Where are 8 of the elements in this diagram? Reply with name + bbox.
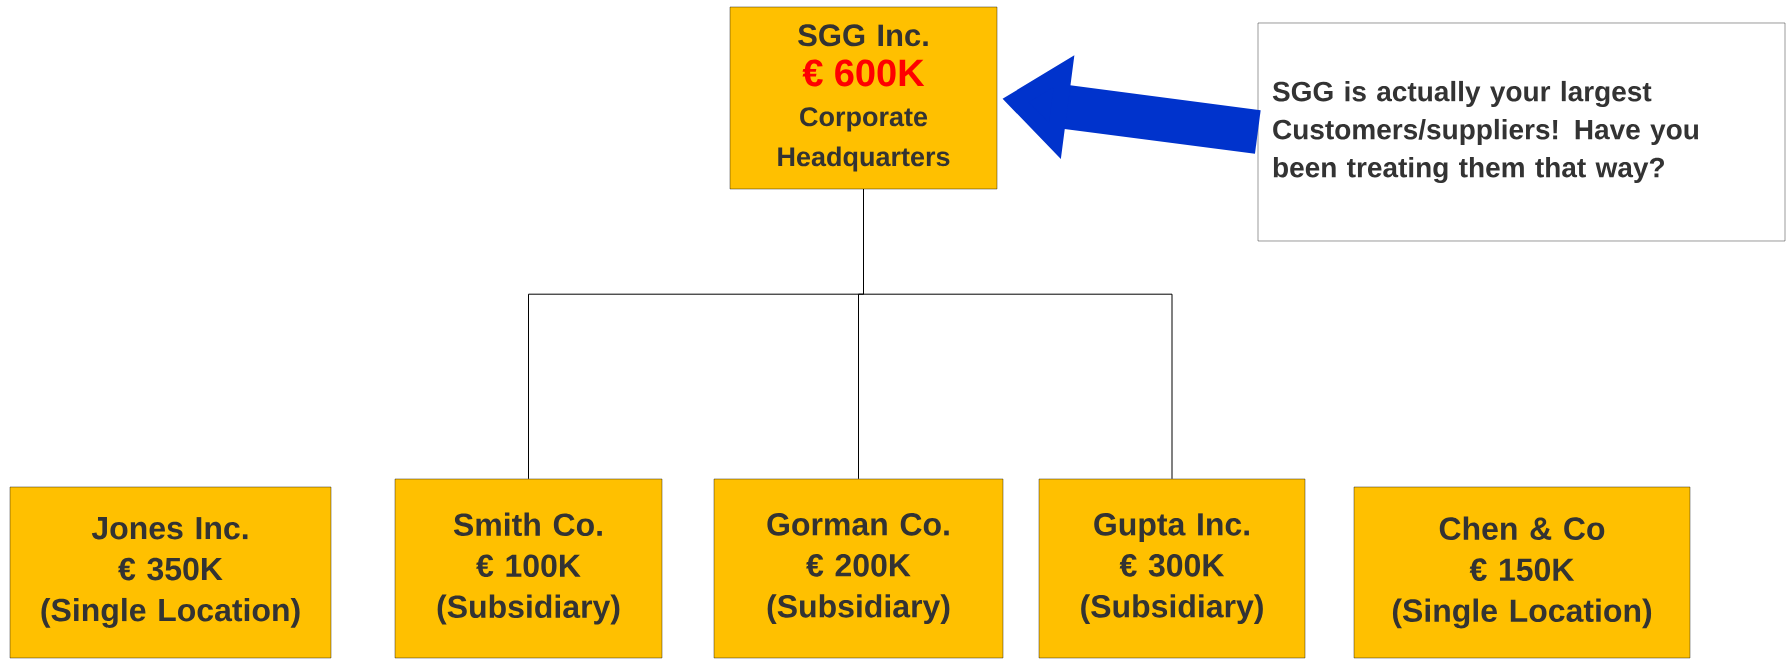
org-box: Gorman Co. € 200K (Subsidiary) [713,478,1004,659]
org-box: Gupta Inc. € 300K (Subsidiary) [1038,478,1306,659]
callout-box: SGG is actually your largest Customers/suppliers! Have you been treating them that way? [1257,22,1786,242]
org-box: Jones Inc. € 350K (Single Location) [9,486,332,659]
org-box: Chen & Co € 150K (Single Location) [1353,486,1691,659]
connector-line [863,188,1173,480]
org-box: SGG Inc. € 600K Corporate Headquarters [729,6,998,190]
org-box: Smith Co. € 100K (Subsidiary) [394,478,663,659]
